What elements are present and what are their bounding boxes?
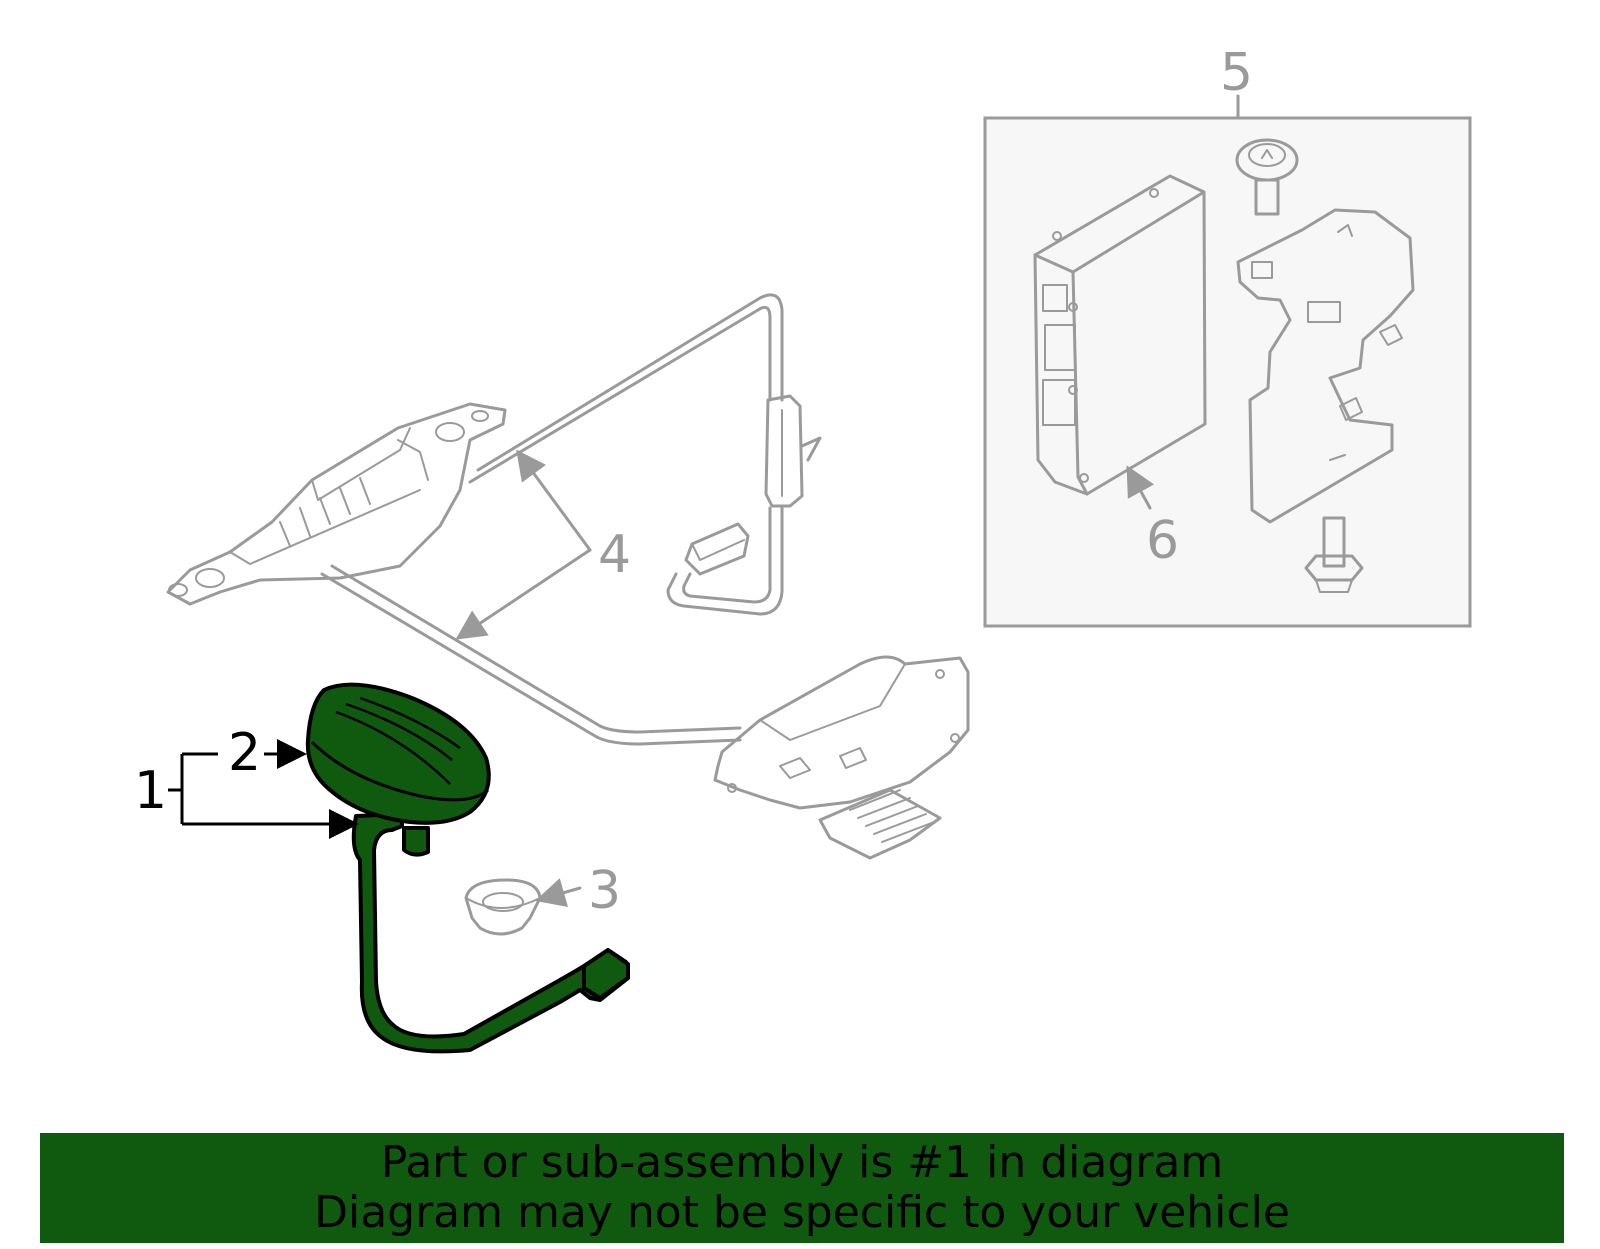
cable-bracket-right bbox=[713, 655, 970, 860]
callout-1-leader bbox=[168, 752, 359, 839]
bolt-fastener bbox=[1304, 516, 1364, 593]
antenna-cable bbox=[320, 293, 822, 746]
mounting-bracket bbox=[1236, 208, 1415, 524]
callout-3-leader bbox=[535, 878, 582, 908]
clip-fastener bbox=[1235, 138, 1299, 216]
callout-4: 4 bbox=[598, 525, 631, 585]
callout-6-leader bbox=[1126, 465, 1155, 510]
grommet bbox=[464, 878, 542, 936]
callout-3: 3 bbox=[588, 861, 621, 921]
callout-5: 5 bbox=[1220, 43, 1253, 103]
banner-line-1: Part or sub-assembly is #1 in diagram bbox=[380, 1137, 1224, 1188]
antenna-assembly bbox=[305, 682, 630, 1054]
cable-bracket-left bbox=[166, 402, 507, 606]
callout-4-leader bbox=[455, 449, 592, 640]
disclaimer-banner: Part or sub-assembly is #1 in diagram Di… bbox=[40, 1133, 1564, 1243]
banner-line-2: Diagram may not be specific to your vehi… bbox=[314, 1187, 1290, 1238]
callout-1: 1 bbox=[134, 761, 167, 821]
control-module bbox=[1033, 174, 1207, 496]
module-inset-box bbox=[983, 94, 1472, 628]
callout-2: 2 bbox=[228, 723, 261, 783]
callout-6: 6 bbox=[1146, 511, 1179, 571]
